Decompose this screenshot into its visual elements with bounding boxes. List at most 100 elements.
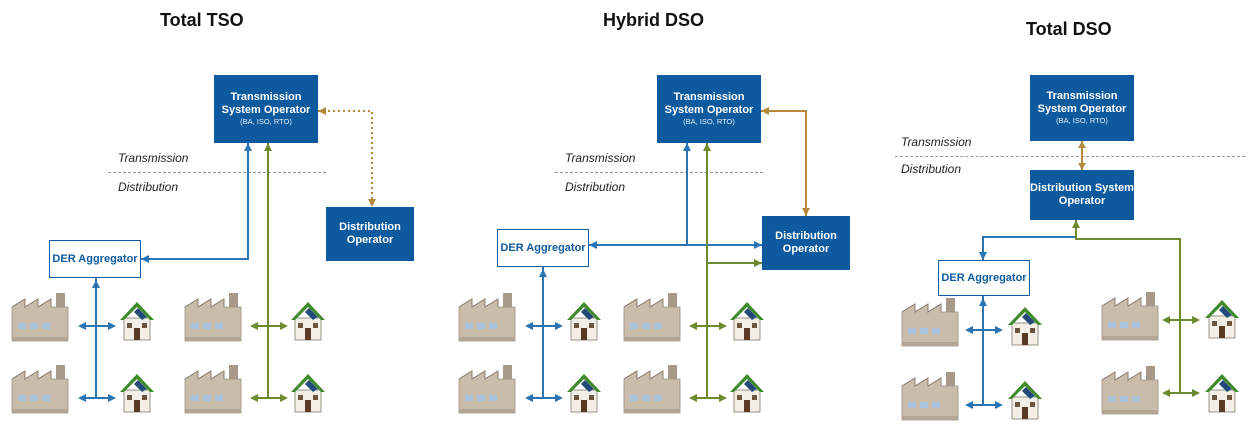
arrowhead	[525, 394, 533, 402]
arrowhead	[108, 322, 116, 330]
dso-line1: Distribution System	[1030, 182, 1134, 195]
tso-line2: System Operator	[1037, 102, 1127, 115]
arrowhead	[979, 252, 987, 260]
arrowhead	[683, 143, 691, 151]
arrowhead	[689, 394, 697, 402]
solar-house-icon	[730, 302, 764, 341]
arrowhead	[802, 208, 810, 216]
arrowhead	[754, 241, 762, 249]
factory-icon	[184, 293, 242, 342]
arrowhead	[965, 326, 973, 334]
arrowhead	[1162, 316, 1170, 324]
arrowhead	[1078, 141, 1086, 148]
panel-title: Total DSO	[1026, 19, 1112, 39]
arrowhead	[1162, 389, 1170, 397]
dso-to-der-green-feeder	[1075, 220, 1181, 393]
tso-to-do-dotted-link	[318, 110, 373, 207]
arrowhead	[589, 241, 597, 249]
arrowhead	[703, 143, 711, 151]
panel-hybrid-dso: Hybrid DSO Transmission System Operator …	[450, 0, 870, 433]
panel-total-dso: Total DSO Transmission System Operator (…	[890, 0, 1251, 433]
solar-house-icon	[1008, 381, 1042, 420]
arrowhead	[92, 280, 100, 288]
solar-house-icon	[567, 374, 601, 413]
distribution-system-operator-box: Distribution System Operator	[1030, 170, 1134, 220]
panel-total-tso: Total TSO Transmission System Operator (…	[0, 0, 420, 433]
do-line2: Operator	[346, 234, 394, 246]
arrowhead	[995, 401, 1003, 409]
do-line1: Distribution	[775, 230, 837, 243]
panel-title: Total TSO	[160, 10, 244, 30]
arrowhead	[318, 107, 326, 115]
solar-house-icon	[1205, 300, 1239, 339]
solar-house-icon	[730, 374, 764, 413]
dso-line2: Operator	[1058, 195, 1106, 207]
tso-line1: Transmission	[230, 91, 302, 104]
arrowhead	[141, 255, 149, 263]
arrowhead	[280, 322, 288, 330]
transmission-label: Transmission	[901, 135, 972, 149]
solar-house-icon	[291, 374, 325, 413]
arrowhead	[539, 269, 547, 277]
arrowhead	[244, 143, 252, 151]
factory-icon	[1101, 366, 1159, 415]
solar-house-icon	[1008, 307, 1042, 346]
panel-title: Hybrid DSO	[603, 10, 705, 30]
do-line2: Operator	[782, 243, 830, 255]
tso-to-do-link	[761, 110, 807, 216]
factory-icon	[623, 365, 681, 414]
arrowhead	[719, 322, 727, 330]
der-aggregator-label: DER Aggregator	[500, 241, 586, 254]
arrowhead	[995, 326, 1003, 334]
transmission-label: Transmission	[565, 151, 636, 165]
arrowhead	[555, 322, 563, 330]
arrowhead	[979, 298, 987, 306]
distribution-operator-box: Distribution Operator	[762, 216, 850, 270]
transmission-system-operator-box: Transmission System Operator (BA, ISO, R…	[1030, 75, 1134, 141]
arrowhead	[78, 322, 86, 330]
arrowhead	[1192, 316, 1200, 324]
arrowhead	[761, 107, 769, 115]
arrowhead	[280, 394, 288, 402]
arrowhead	[965, 401, 973, 409]
der-aggregator-box: DER Aggregator	[938, 260, 1030, 296]
arrowhead	[108, 394, 116, 402]
transmission-system-operator-box: Transmission System Operator (BA, ISO, R…	[657, 75, 761, 143]
arrowhead	[78, 394, 86, 402]
do-line1: Distribution	[339, 221, 401, 234]
arrowhead	[1072, 220, 1080, 228]
arrowhead	[368, 199, 376, 207]
distribution-operator-box: Distribution Operator	[326, 207, 414, 261]
arrowhead	[525, 322, 533, 330]
factory-icon	[11, 293, 69, 342]
factory-icon	[458, 365, 516, 414]
der-aggregator-box: DER Aggregator	[49, 240, 141, 278]
transmission-label: Transmission	[118, 151, 189, 165]
arrowhead	[250, 394, 258, 402]
arrowhead	[250, 322, 258, 330]
solar-house-icon	[120, 374, 154, 413]
factory-icon	[623, 293, 681, 342]
der-aggregator-label: DER Aggregator	[941, 271, 1027, 284]
tso-line1: Transmission	[673, 91, 745, 104]
transmission-distribution-divider	[108, 172, 326, 173]
distribution-label: Distribution	[565, 180, 626, 194]
transmission-distribution-divider	[555, 172, 763, 173]
tso-sub: (BA, ISO, RTO)	[1056, 116, 1108, 126]
arrowhead	[264, 143, 272, 151]
aggregator-to-tso-link	[141, 143, 249, 260]
factory-icon	[11, 365, 69, 414]
arrowhead	[1078, 163, 1086, 170]
tso-line1: Transmission	[1046, 90, 1118, 103]
factory-icon	[1101, 292, 1159, 341]
tso-sub: (BA, ISO, RTO)	[683, 117, 735, 127]
tso-line2: System Operator	[221, 103, 311, 116]
solar-house-icon	[120, 302, 154, 341]
distribution-label: Distribution	[901, 162, 962, 176]
solar-house-icon	[567, 302, 601, 341]
tso-line2: System Operator	[664, 103, 754, 116]
factory-icon	[901, 298, 959, 347]
tso-sub: (BA, ISO, RTO)	[240, 117, 292, 127]
solar-house-icon	[1205, 374, 1239, 413]
